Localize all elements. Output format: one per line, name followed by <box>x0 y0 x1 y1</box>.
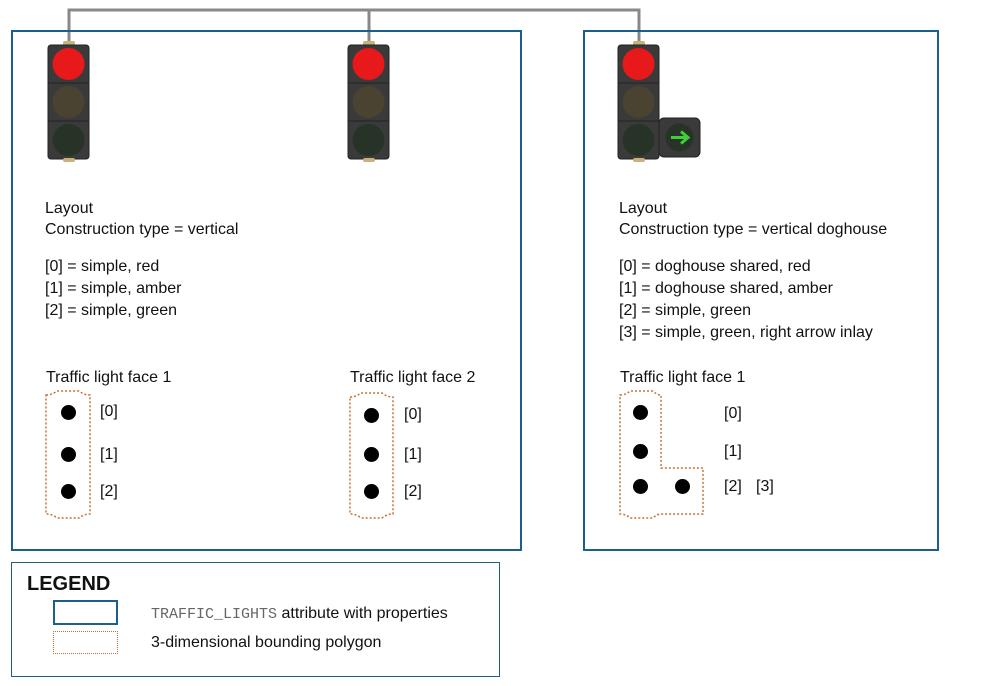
legend-attribute-code: TRAFFIC_LIGHTS <box>151 606 278 623</box>
lamp-index-label: [1] <box>100 446 118 463</box>
lamp-position-dot <box>61 405 76 420</box>
layout-item: [1] = doghouse shared, amber <box>619 280 833 297</box>
legend-polygon-entry: 3-dimensional bounding polygon <box>151 634 382 651</box>
traffic-lights-attribute-panel-right <box>583 30 939 551</box>
layout-item: [0] = simple, red <box>45 258 160 275</box>
layout-item: [2] = simple, green <box>45 302 178 319</box>
lamp-index-label: [1] <box>724 443 742 460</box>
legend-attribute-text: attribute with properties <box>277 605 448 622</box>
lamp-position-dot <box>364 447 379 462</box>
layout-heading: Layout <box>45 200 94 217</box>
layout-item: [2] = simple, green <box>619 302 752 319</box>
lamp-position-dot <box>633 444 648 459</box>
lamp-index-label: [2] <box>724 478 742 495</box>
lamp-index-label: [0] <box>100 403 118 420</box>
legend-polygon-swatch <box>53 631 118 654</box>
lamp-position-dot <box>61 447 76 462</box>
lamp-position-dot <box>61 484 76 499</box>
layout-item: [0] = doghouse shared, red <box>619 258 811 275</box>
legend-attribute-entry: TRAFFIC_LIGHTS attribute with properties <box>151 603 448 625</box>
lamp-position-dot <box>364 484 379 499</box>
lamp-position-dot <box>633 405 648 420</box>
construction-type: Construction type = vertical <box>45 221 239 238</box>
lamp-index-label: [2] <box>100 483 118 500</box>
lamp-index-label: [0] <box>724 405 742 422</box>
face-title: Traffic light face 2 <box>350 369 476 386</box>
layout-heading: Layout <box>619 200 668 217</box>
lamp-index-label: [3] <box>756 478 774 495</box>
face-title: Traffic light face 1 <box>46 369 172 386</box>
legend-panel-swatch <box>53 600 118 625</box>
construction-type: Construction type = vertical doghouse <box>619 221 888 238</box>
layout-item: [1] = simple, amber <box>45 280 182 297</box>
lamp-position-dot <box>633 479 648 494</box>
lamp-index-label: [1] <box>404 446 422 463</box>
traffic-lights-attribute-panel-left <box>11 30 522 551</box>
legend-box <box>11 562 500 677</box>
lamp-position-dot <box>675 479 690 494</box>
lamp-index-label: [0] <box>404 406 422 423</box>
layout-item: [3] = simple, green, right arrow inlay <box>619 324 873 341</box>
lamp-index-label: [2] <box>404 483 422 500</box>
lamp-position-dot <box>364 408 379 423</box>
legend-title: LEGEND <box>27 573 111 595</box>
face-title: Traffic light face 1 <box>620 369 746 386</box>
